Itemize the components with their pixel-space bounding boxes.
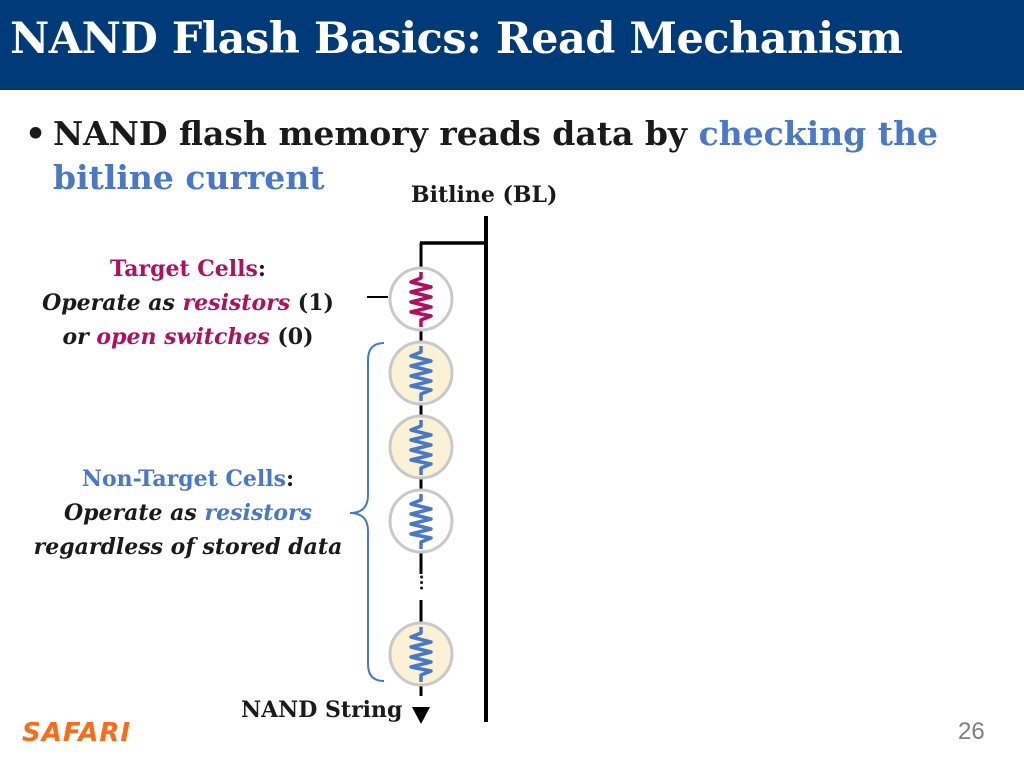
non-target-cells-title: Non-Target Cells: (18, 462, 358, 496)
non-target-cells-label: Non-Target Cells: Operate as resistors r… (18, 462, 358, 564)
non-target-line3: regardless of stored data (33, 534, 343, 560)
non-target-line2: Operate as resistors (18, 496, 358, 530)
string-arrow-icon (412, 707, 430, 724)
cell-ellipsis: … (413, 574, 435, 591)
bullet-text-main: NAND flash memory reads data by (53, 114, 699, 153)
non-target-colon: : (286, 466, 295, 492)
nand-string-label: NAND String (241, 697, 403, 723)
resistor-icon (409, 494, 433, 549)
bullet-text-highlight: checking the bitline current (53, 114, 938, 197)
non-target-line2-prefix: Operate as (63, 500, 205, 526)
page-number: 26 (958, 718, 985, 745)
target-cells-colon: : (257, 256, 267, 282)
target-cells-title-text: Target Cells (109, 256, 258, 282)
non-target-line2-highlight: resistors (204, 500, 313, 526)
bitline-label: Bitline (BL) (411, 182, 558, 208)
target-cells-title: Target Cells: (28, 252, 348, 286)
slide-title: NAND Flash Basics: Read Mechanism (10, 14, 903, 64)
resistor-icon (409, 346, 433, 401)
non-target-brace (349, 342, 385, 682)
target-line3-suffix: (0) (269, 324, 314, 350)
target-cells-line3: or open switches (0) (28, 320, 348, 354)
bullet-icon: • (25, 114, 47, 153)
target-line2-highlight: resistors (182, 290, 291, 316)
target-line3-prefix: or (62, 324, 97, 350)
target-cells-label: Target Cells: Operate as resistors (1) o… (28, 252, 348, 354)
target-cells-line2: Operate as resistors (1) (28, 286, 348, 320)
target-line2-suffix: (1) (290, 290, 334, 316)
title-bar: NAND Flash Basics: Read Mechanism (0, 0, 1024, 90)
ellipsis-glyph: … (415, 574, 435, 591)
resistor-target-icon (409, 272, 433, 327)
non-target-title-text: Non-Target Cells (81, 466, 287, 492)
resistor-icon (409, 627, 433, 682)
safari-logo: SAFARI (22, 718, 132, 748)
ellipsis-gap (414, 574, 428, 600)
target-line3-highlight: open switches (96, 324, 270, 350)
target-line2-prefix: Operate as (42, 290, 183, 316)
bullet-text: NAND flash memory reads data by checking… (53, 112, 953, 200)
resistor-icon (409, 420, 433, 475)
